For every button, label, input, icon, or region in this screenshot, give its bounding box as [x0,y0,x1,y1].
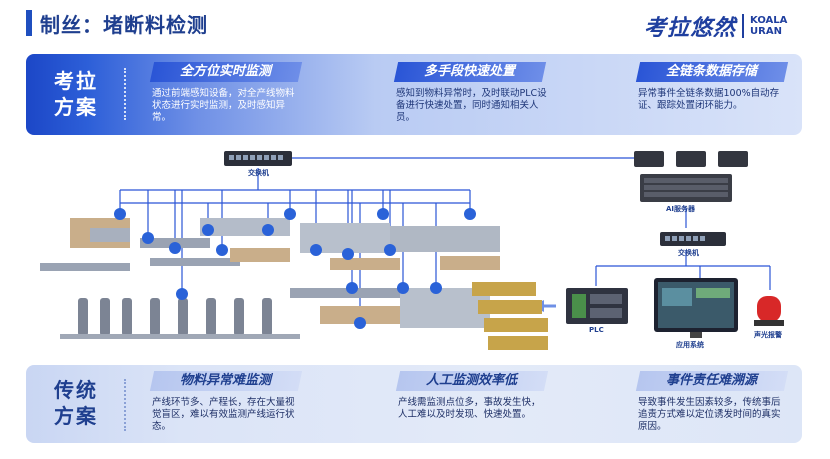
traditional-label-line1: 传统 [54,378,98,402]
solution-band: 考拉 方案 全方位实时监测 通过前端感知设备，对全产线物料状态进行实时监测，及时… [26,54,802,135]
logo-chinese-text: 考拉悠然 [644,16,737,41]
architecture-diagram: 交换机 AI服务器 交换机 PLC 应用系统 声光报警 [0,138,830,364]
plc-label: PLC [589,326,604,334]
alarm-label: 声光报警 [754,331,782,339]
feature-tag: 全链条数据存储 [635,62,789,82]
solution-label: 考拉 方案 [54,68,98,120]
gpu-cards-icon [634,151,748,167]
feature-tag: 全方位实时监测 [149,62,303,82]
brand-logo: 考拉悠然 KOALA URAN [644,10,787,42]
camera-icons [114,208,476,329]
logo-en-line2: URAN [750,26,782,37]
ai-server-icon [640,174,732,202]
dryer-units [60,298,300,339]
problem-tag: 人工监测效率低 [395,371,549,391]
problem-desc: 产线环节多、产程长，存在大量视觉盲区，难以有效监测产线运行状态。 [152,397,295,432]
logo-english-text: KOALA URAN [750,15,787,37]
page-title: 制丝：堵断料检测 [40,13,208,37]
problem-desc: 产线需监测点位多，事故发生快，人工难以及时发现、快速处置。 [398,397,541,420]
traditional-label: 传统 方案 [54,377,98,429]
problem-tag: 物料异常难监测 [149,371,303,391]
traditional-band: 传统 方案 物料异常难监测 产线环节多、产程长，存在大量视觉盲区，难以有效监测产… [26,365,802,443]
feature-desc: 通过前端感知设备，对全产线物料状态进行实时监测，及时感知异常。 [152,88,295,123]
solution-divider [124,68,126,120]
problem-tag: 事件责任难溯源 [635,371,789,391]
problem-desc: 导致事件发生因素较多，传统事后追责方式难以定位诱发时间的真实原因。 [638,397,781,432]
switch-top-icon [224,151,292,166]
monitor-icon [654,278,738,338]
logo-separator [742,14,745,38]
feature-tag: 多手段快速处置 [393,62,547,82]
traditional-problem-detection: 物料异常难监测 产线环节多、产程长，存在大量视觉盲区，难以有效监测产线运行状态。 [149,371,303,433]
feature-desc: 感知到物料异常时，及时联动PLC设备进行快速处置，同时通知相关人员。 [396,88,547,123]
plc-icon [566,288,628,324]
alarm-icon [754,296,784,326]
title-accent-bar [26,10,32,36]
switch-right-label: 交换机 [678,249,699,257]
solution-feature-storage: 全链条数据存储 异常事件全链条数据100%自动存证、跟踪处置闭环能力。 [635,62,789,112]
packaging-racks [472,282,548,350]
switch-top-label: 交换机 [248,169,269,177]
switch-right-icon [660,232,726,246]
solution-label-line1: 考拉 [54,69,98,93]
ai-server-label: AI服务器 [666,205,696,213]
traditional-problem-traceability: 事件责任难溯源 导致事件发生因素较多，传统事后追责方式难以定位诱发时间的真实原因… [635,371,789,433]
logo-en-line1: KOALA [750,15,788,26]
traditional-problem-efficiency: 人工监测效率低 产线需监测点位多，事故发生快，人工难以及时发现、快速处置。 [395,371,549,421]
traditional-divider [124,379,126,431]
traditional-label-line2: 方案 [54,404,98,428]
feature-desc: 异常事件全链条数据100%自动存证、跟踪处置闭环能力。 [638,88,780,111]
solution-label-line2: 方案 [54,95,98,119]
solution-feature-handling: 多手段快速处置 感知到物料异常时，及时联动PLC设备进行快速处置，同时通知相关人… [393,62,548,124]
solution-feature-monitoring: 全方位实时监测 通过前端感知设备，对全产线物料状态进行实时监测，及时感知异常。 [149,62,303,124]
diagram-svg [40,151,784,350]
production-line [40,218,500,328]
app-system-label: 应用系统 [676,341,704,349]
